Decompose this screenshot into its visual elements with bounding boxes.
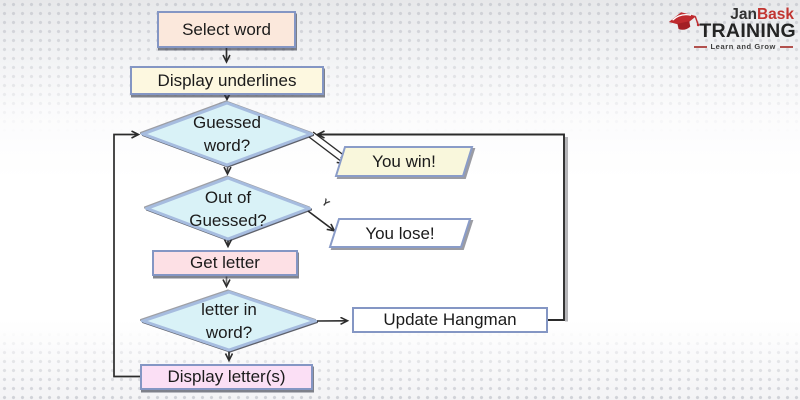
flow-node-select-word: Select word [157,11,296,48]
tagline-text: Learn and Grow [710,42,776,51]
flow-node-update-hangman: Update Hangman [352,307,548,333]
flow-node-display-underlines: Display underlines [130,66,324,95]
node-label: Out of Guessed? [189,187,267,230]
node-label: Guessed word? [192,113,262,155]
flow-node-display-letters: Display letter(s) [140,364,313,390]
janbask-logo: JanBask TRAINING Learn and Grow [668,6,797,51]
flow-node-get-letter: Get letter [152,250,298,276]
graduation-cap-icon [668,12,700,30]
node-label: Display underlines [157,70,297,90]
node-label: You win! [372,152,436,171]
node-label: Update Hangman [383,310,517,329]
halftone-pattern-bottom [0,330,800,400]
flow-node-out-of-guessed: Out of Guessed? [145,176,311,241]
flow-node-guessed-word: Guessed word? [141,101,313,167]
edge-displayletters-loop [113,135,140,378]
node-label: You lose! [365,223,435,243]
node-label: letter in word? [201,300,257,342]
tagline-dash-right [780,45,793,48]
diamond-shape [145,176,311,241]
brand-tagline: Learn and Grow [669,42,797,51]
flow-node-you-win: You win! [333,144,475,180]
flow-node-letter-in-word: letter in word? [141,290,317,352]
flow-node-you-lose: You lose! [327,217,473,250]
node-label: Select word [182,19,271,39]
tagline-dash-left [693,45,707,48]
branch-label-yes: Y [319,197,332,210]
node-label: Get letter [190,253,260,272]
node-label: Display letter(s) [167,367,286,386]
